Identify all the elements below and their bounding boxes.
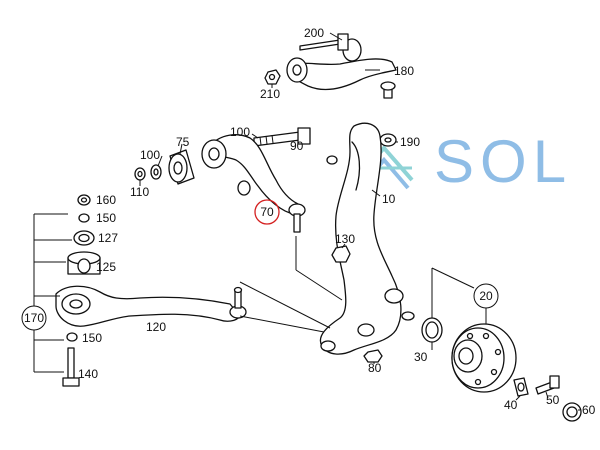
washer-190	[379, 133, 397, 147]
label-125: 125	[96, 260, 116, 274]
leader-lines	[33, 32, 580, 411]
label-75: 75	[176, 135, 190, 149]
label-100-lower: 100	[140, 148, 160, 162]
nut-110	[134, 167, 146, 181]
circle-170	[21, 305, 47, 331]
part-labels: 200 180 210 100 90 75 100 110 190 160 15…	[24, 26, 596, 417]
nut-80	[363, 349, 383, 363]
control-arm-120	[55, 285, 247, 327]
label-10: 10	[382, 192, 396, 206]
label-120: 120	[146, 320, 166, 334]
label-210: 210	[260, 87, 280, 101]
washer-150-lower	[66, 332, 78, 342]
callout-circles	[21, 199, 499, 331]
steering-knuckle-10	[319, 122, 415, 355]
label-70: 70	[260, 205, 274, 219]
label-130: 130	[335, 232, 355, 246]
label-30: 30	[414, 350, 428, 364]
label-80: 80	[368, 361, 382, 375]
bolt-50	[535, 375, 560, 395]
label-140: 140	[78, 367, 98, 381]
label-150-upper: 150	[96, 211, 116, 225]
nut-130	[331, 245, 351, 263]
label-180: 180	[394, 64, 414, 78]
label-170: 170	[24, 311, 44, 325]
upper-control-arm-180	[286, 38, 397, 99]
clip-40	[513, 377, 529, 397]
control-arm-70	[201, 134, 306, 233]
nut-160	[77, 194, 91, 206]
label-20: 20	[479, 289, 493, 303]
label-50: 50	[546, 393, 560, 407]
wheel-hub-20	[451, 323, 517, 393]
label-127: 127	[98, 231, 118, 245]
label-60: 60	[582, 403, 596, 417]
bushing-127	[73, 230, 95, 246]
label-110: 110	[130, 185, 149, 199]
label-90: 90	[290, 139, 304, 153]
bolt-90	[253, 127, 311, 147]
label-160: 160	[96, 193, 116, 207]
cap-60	[562, 402, 582, 422]
label-150-lower: 150	[82, 331, 102, 345]
label-190: 190	[400, 135, 420, 149]
highlight-circle-70	[254, 199, 280, 225]
washer-100	[150, 164, 162, 180]
bolt-200	[299, 33, 349, 51]
sol-watermark-logo: SOL	[354, 128, 572, 195]
label-200: 200	[304, 26, 324, 40]
label-40: 40	[504, 398, 518, 412]
bushing-75	[168, 149, 195, 185]
circle-20	[473, 283, 499, 309]
bolt-140	[62, 347, 80, 387]
nut-210	[264, 69, 281, 85]
washer-150-upper	[78, 213, 90, 223]
bushing-125	[67, 251, 101, 275]
label-100-upper: 100	[230, 125, 250, 139]
watermark-text: SOL	[434, 128, 572, 195]
seal-30	[421, 317, 443, 343]
